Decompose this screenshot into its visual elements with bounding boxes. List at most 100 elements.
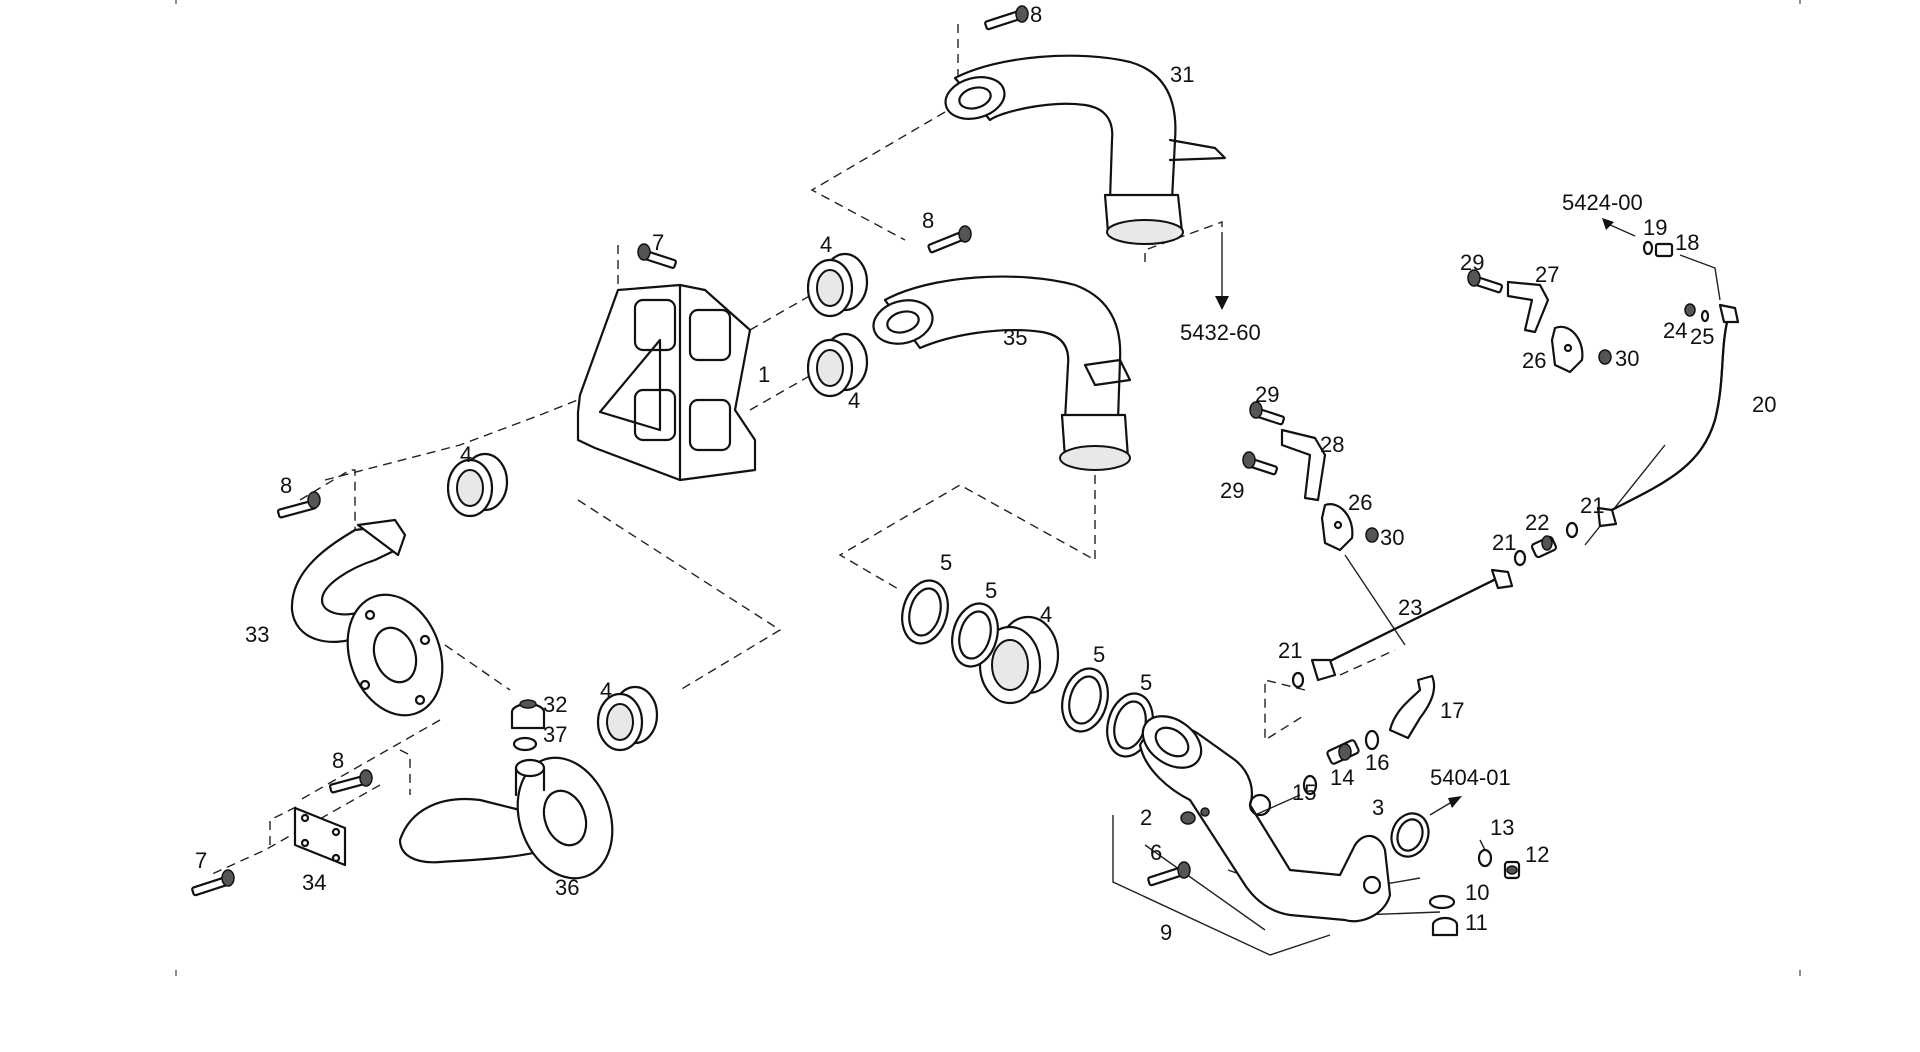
callout-30: 30	[1380, 525, 1404, 550]
part-11-plug	[1431, 916, 1459, 937]
part-13-ring	[1477, 848, 1493, 868]
callout-8: 8	[332, 748, 344, 773]
callout-4: 4	[1040, 602, 1052, 627]
callout-18: 18	[1675, 230, 1699, 255]
callout-6: 6	[1150, 840, 1162, 865]
callout-33: 33	[245, 622, 269, 647]
callout-34: 34	[302, 870, 326, 895]
callout-12: 12	[1525, 842, 1549, 867]
bolts	[191, 5, 1504, 897]
part-34-cover-plate	[293, 806, 347, 867]
fittings-21-22	[1513, 521, 1579, 567]
callout-8: 8	[1030, 2, 1042, 27]
callout-5: 5	[985, 578, 997, 603]
callout-20: 20	[1752, 392, 1776, 417]
callout-32: 32	[543, 692, 567, 717]
callout-17: 17	[1440, 698, 1464, 723]
small-fittings	[1180, 674, 1521, 937]
callout-22: 22	[1525, 510, 1549, 535]
callout-1: 1	[758, 362, 770, 387]
callout-2: 2	[1140, 805, 1152, 830]
callout-37: 37	[543, 722, 567, 747]
part-20-tube	[1596, 303, 1740, 528]
callout-9: 9	[1160, 920, 1172, 945]
callout-23: 23	[1398, 595, 1422, 620]
bolt-7-lower	[191, 869, 235, 897]
bellows-seal-lower	[806, 332, 869, 398]
bolt-6	[1147, 861, 1191, 887]
bolt-8-top	[984, 5, 1029, 31]
part-4-bellows-seals	[446, 252, 1060, 752]
callout-16: 16	[1365, 750, 1389, 775]
bolt-29-c	[1242, 451, 1279, 476]
bellows-seal-left	[446, 452, 509, 518]
callout-11: 11	[1465, 910, 1488, 935]
callout-26: 26	[1348, 490, 1372, 515]
callout-35: 35	[1003, 325, 1027, 350]
part-33-s-pipe	[290, 518, 444, 717]
callout-4: 4	[460, 442, 472, 467]
part-1-mounting-plate	[576, 283, 757, 482]
bolt-8-left	[276, 491, 321, 519]
callout-labels: 8 31 7 4 8 1 4 35 5432-60 5424-00 19 18 …	[195, 2, 1776, 945]
part-9-main-pipe	[1138, 715, 1392, 923]
callout-5: 5	[1093, 642, 1105, 667]
ref-5404-01: 5404-01	[1430, 765, 1511, 790]
ref-5424-00: 5424-00	[1562, 190, 1643, 215]
part-17-elbow	[1388, 674, 1436, 740]
callout-21: 21	[1492, 530, 1516, 555]
callout-36: 36	[555, 875, 579, 900]
frame-ticks	[175, 0, 1801, 976]
part-2-nut	[1180, 811, 1196, 825]
part-31-elbow-pipe	[944, 54, 1227, 245]
part-28-bracket	[1280, 428, 1327, 502]
callout-21: 21	[1580, 493, 1604, 518]
callout-29: 29	[1255, 382, 1279, 407]
bolt-29-a	[1467, 269, 1504, 294]
callout-29: 29	[1460, 250, 1484, 275]
callout-29: 29	[1220, 478, 1244, 503]
callout-3: 3	[1372, 795, 1384, 820]
part-14-union	[1326, 739, 1360, 765]
callout-10: 10	[1465, 880, 1489, 905]
callout-4: 4	[848, 388, 860, 413]
callout-13: 13	[1490, 815, 1514, 840]
callout-25: 25	[1690, 324, 1714, 349]
fittings-18-19-24-25	[1642, 240, 1710, 323]
part-30-nut-lower	[1365, 527, 1379, 543]
callout-27: 27	[1535, 262, 1559, 287]
callout-24: 24	[1663, 318, 1687, 343]
callout-4: 4	[820, 232, 832, 257]
callout-8: 8	[922, 208, 934, 233]
callout-7: 7	[195, 848, 207, 873]
callout-21: 21	[1278, 638, 1302, 663]
part-32-plug	[510, 699, 546, 730]
bellows-seal-upper	[806, 252, 869, 318]
part-27-bracket	[1506, 280, 1550, 334]
part-37-washer	[512, 736, 538, 752]
reference-arrows	[1215, 218, 1636, 816]
part-3-oring	[1390, 812, 1430, 858]
bolt-29-b	[1249, 401, 1286, 426]
callout-14: 14	[1330, 765, 1354, 790]
callout-7: 7	[652, 230, 664, 255]
part-26-clip-upper	[1550, 325, 1584, 374]
callout-30: 30	[1615, 346, 1639, 371]
brackets	[1280, 280, 1612, 552]
callout-8: 8	[280, 473, 292, 498]
part-35-elbow-pipe	[872, 275, 1132, 471]
part-12-plug	[1503, 860, 1521, 880]
bolt-8-mid	[927, 225, 972, 254]
callout-19: 19	[1643, 215, 1667, 240]
part-26-clip-lower	[1320, 503, 1354, 552]
callout-5: 5	[1140, 670, 1152, 695]
callout-26: 26	[1522, 348, 1546, 373]
bolt-7-plate	[637, 243, 677, 269]
ref-5432-60: 5432-60	[1180, 320, 1261, 345]
bolt-8-lower	[328, 769, 373, 794]
bellows-seal-bottom	[596, 685, 659, 752]
callout-5: 5	[940, 550, 952, 575]
part-10-washer	[1428, 894, 1456, 910]
part-16-ring	[1364, 729, 1380, 751]
